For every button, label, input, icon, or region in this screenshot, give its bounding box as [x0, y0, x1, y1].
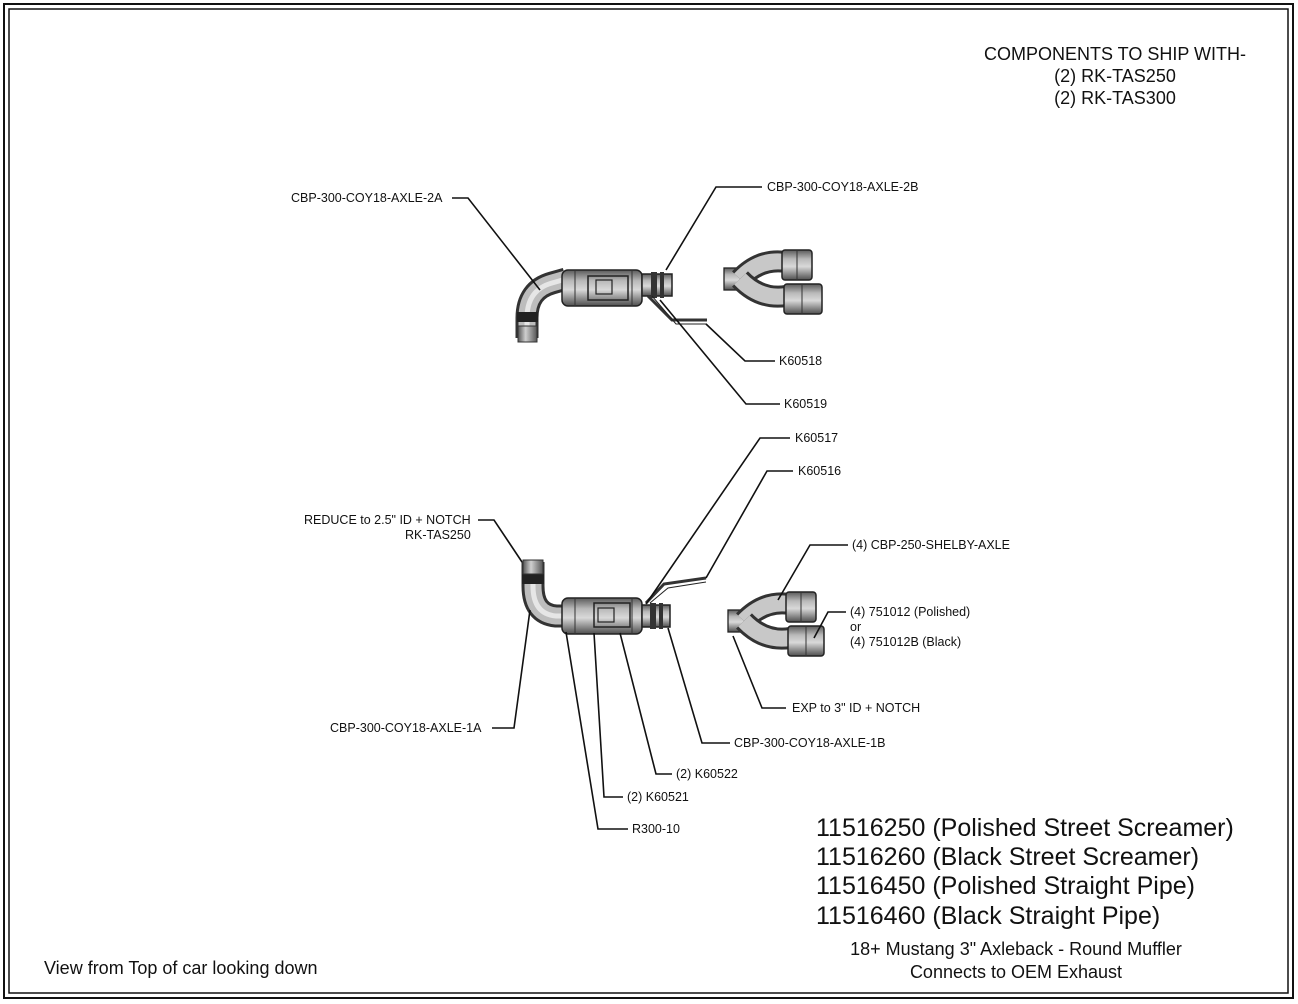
top-tip-lower [783, 283, 823, 315]
leader-axle-2a [452, 197, 541, 291]
top-clamp-band [517, 312, 538, 322]
components-title: COMPONENTS TO SHIP WITH- [983, 44, 1247, 64]
leader-k60518 [705, 323, 775, 362]
callout-reduce-line2: RK-TAS250 [405, 528, 471, 542]
leader-k60522 [619, 632, 672, 775]
callout-tip-black: (4) 751012B (Black) [850, 635, 962, 649]
callout-k60519: K60519 [784, 397, 828, 411]
leader-axle-2b [665, 186, 762, 271]
callout-axle-1b: CBP-300-COY18-AXLE-1B [734, 736, 886, 750]
leader-k60519 [659, 299, 780, 405]
leader-axle-1b [667, 627, 730, 744]
view-note: View from Top of car looking down [44, 958, 318, 978]
callout-k60517: K60517 [795, 431, 839, 445]
bottom-clamp-band [522, 574, 544, 584]
callout-axle-1a: CBP-300-COY18-AXLE-1A [330, 721, 482, 735]
callout-exp-notch: EXP to 3" ID + NOTCH [792, 701, 921, 715]
leader-exp [732, 635, 786, 709]
component-item-1: (2) RK-TAS250 [1054, 66, 1176, 86]
callout-k60522: (2) K60522 [676, 767, 738, 781]
callout-axle-2b: CBP-300-COY18-AXLE-2B [767, 180, 919, 194]
description-line1: 18+ Mustang 3" Axleback - Round Muffler [850, 939, 1182, 959]
callout-tip-or: or [850, 620, 862, 634]
part-number-3: 11516450 (Polished Straight Pipe) [816, 872, 1195, 900]
leader-r300 [565, 631, 628, 830]
leader-k60516 [705, 470, 793, 579]
component-item-2: (2) RK-TAS300 [1054, 88, 1176, 108]
bottom-assembly [521, 559, 825, 657]
part-number-1: 11516250 (Polished Street Screamer) [816, 814, 1234, 842]
leader-axle-1a [492, 609, 531, 729]
leader-shelby [777, 544, 848, 601]
leader-reduce [478, 519, 523, 563]
outer-border [3, 3, 1294, 999]
inner-border [8, 8, 1289, 994]
part-number-2: 11516260 (Black Street Screamer) [816, 843, 1200, 871]
callout-k60518: K60518 [779, 354, 823, 368]
callout-r300: R300-10 [632, 822, 680, 836]
leader-lines [452, 186, 848, 830]
callout-axle-2a: CBP-300-COY18-AXLE-2A [291, 191, 443, 205]
leader-k60517 [645, 437, 790, 605]
description-line2: Connects to OEM Exhaust [909, 962, 1123, 982]
part-number-4: 11516460 (Black Straight Pipe) [816, 902, 1161, 930]
callout-k60516: K60516 [798, 464, 842, 478]
leader-751012 [813, 611, 846, 639]
callout-k60521: (2) K60521 [627, 790, 689, 804]
callout-tip-polished: (4) 751012 (Polished) [850, 605, 971, 619]
leader-k60521 [593, 632, 623, 798]
callout-shelby-axle: (4) CBP-250-SHELBY-AXLE [852, 538, 1010, 552]
callout-reduce-line1: REDUCE to 2.5" ID + NOTCH [304, 513, 471, 527]
top-assembly [515, 249, 823, 343]
